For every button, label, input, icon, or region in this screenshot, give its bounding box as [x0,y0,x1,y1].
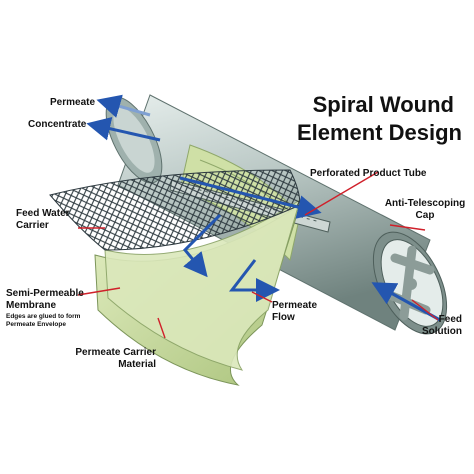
title-line-2: Element Design [296,120,462,145]
label-permeate: Permeate [50,97,96,108]
label-semi-permeable-line2: Membrane [6,300,57,311]
leader-semi-permeable [77,287,121,296]
title-line-1: Spiral Wound [312,92,454,117]
leader-permeate-carrier [157,317,166,339]
leader-anti-telescoping [389,224,426,231]
label-permeate-carrier-line2: Material [118,359,156,370]
label-permeate-flow-line2: Flow [272,312,295,323]
label-feed-water-carrier: Feed Water Carrier [16,208,70,232]
leader-perforated-tube [304,171,379,216]
label-anti-telescoping-line2: Cap [415,210,435,221]
concentrate-out-arrow [86,116,161,142]
label-feed-solution-line2: Solution [422,326,462,337]
note-edges-glued: Edges are glued to form Permeate Envelop… [6,313,80,329]
feed-flow-arrow [179,176,322,219]
flow-arrows [86,94,441,322]
leader-feed-solution [411,299,439,321]
note-edges-line2: Permeate Envelope [6,320,66,328]
note-edges-line1: Edges are glued to form [6,313,81,320]
permeate-flow-arrow-a [182,213,222,278]
label-semi-permeable-membrane: Semi-Permeable Membrane [6,288,84,312]
leader-lines [77,171,439,339]
label-semi-permeable-line1: Semi-Permeable [6,288,84,299]
label-anti-telescoping-line1: Anti-Telescoping [384,198,466,209]
label-anti-telescoping-cap: Anti-Telescoping Cap [380,198,470,222]
label-feed-solution: Feed Solution [410,314,462,338]
label-permeate-carrier-line1: Permeate Carrier [75,347,156,358]
label-feed-solution-line1: Feed [438,314,462,325]
label-permeate-flow: Permeate Flow [272,300,317,324]
leader-permeate-flow [251,291,273,303]
label-concentrate: Concentrate [28,119,87,130]
label-feed-water-line2: Carrier [16,220,49,231]
label-perforated-product-tube: Perforated Product Tube [310,168,427,179]
permeate-out-arrow [96,94,151,118]
label-permeate-flow-line1: Permeate [272,300,318,311]
permeate-flow-arrow-b [228,259,280,302]
label-permeate-carrier-material: Permeate Carrier Material [60,347,156,371]
label-feed-water-line1: Feed Water [16,208,70,219]
